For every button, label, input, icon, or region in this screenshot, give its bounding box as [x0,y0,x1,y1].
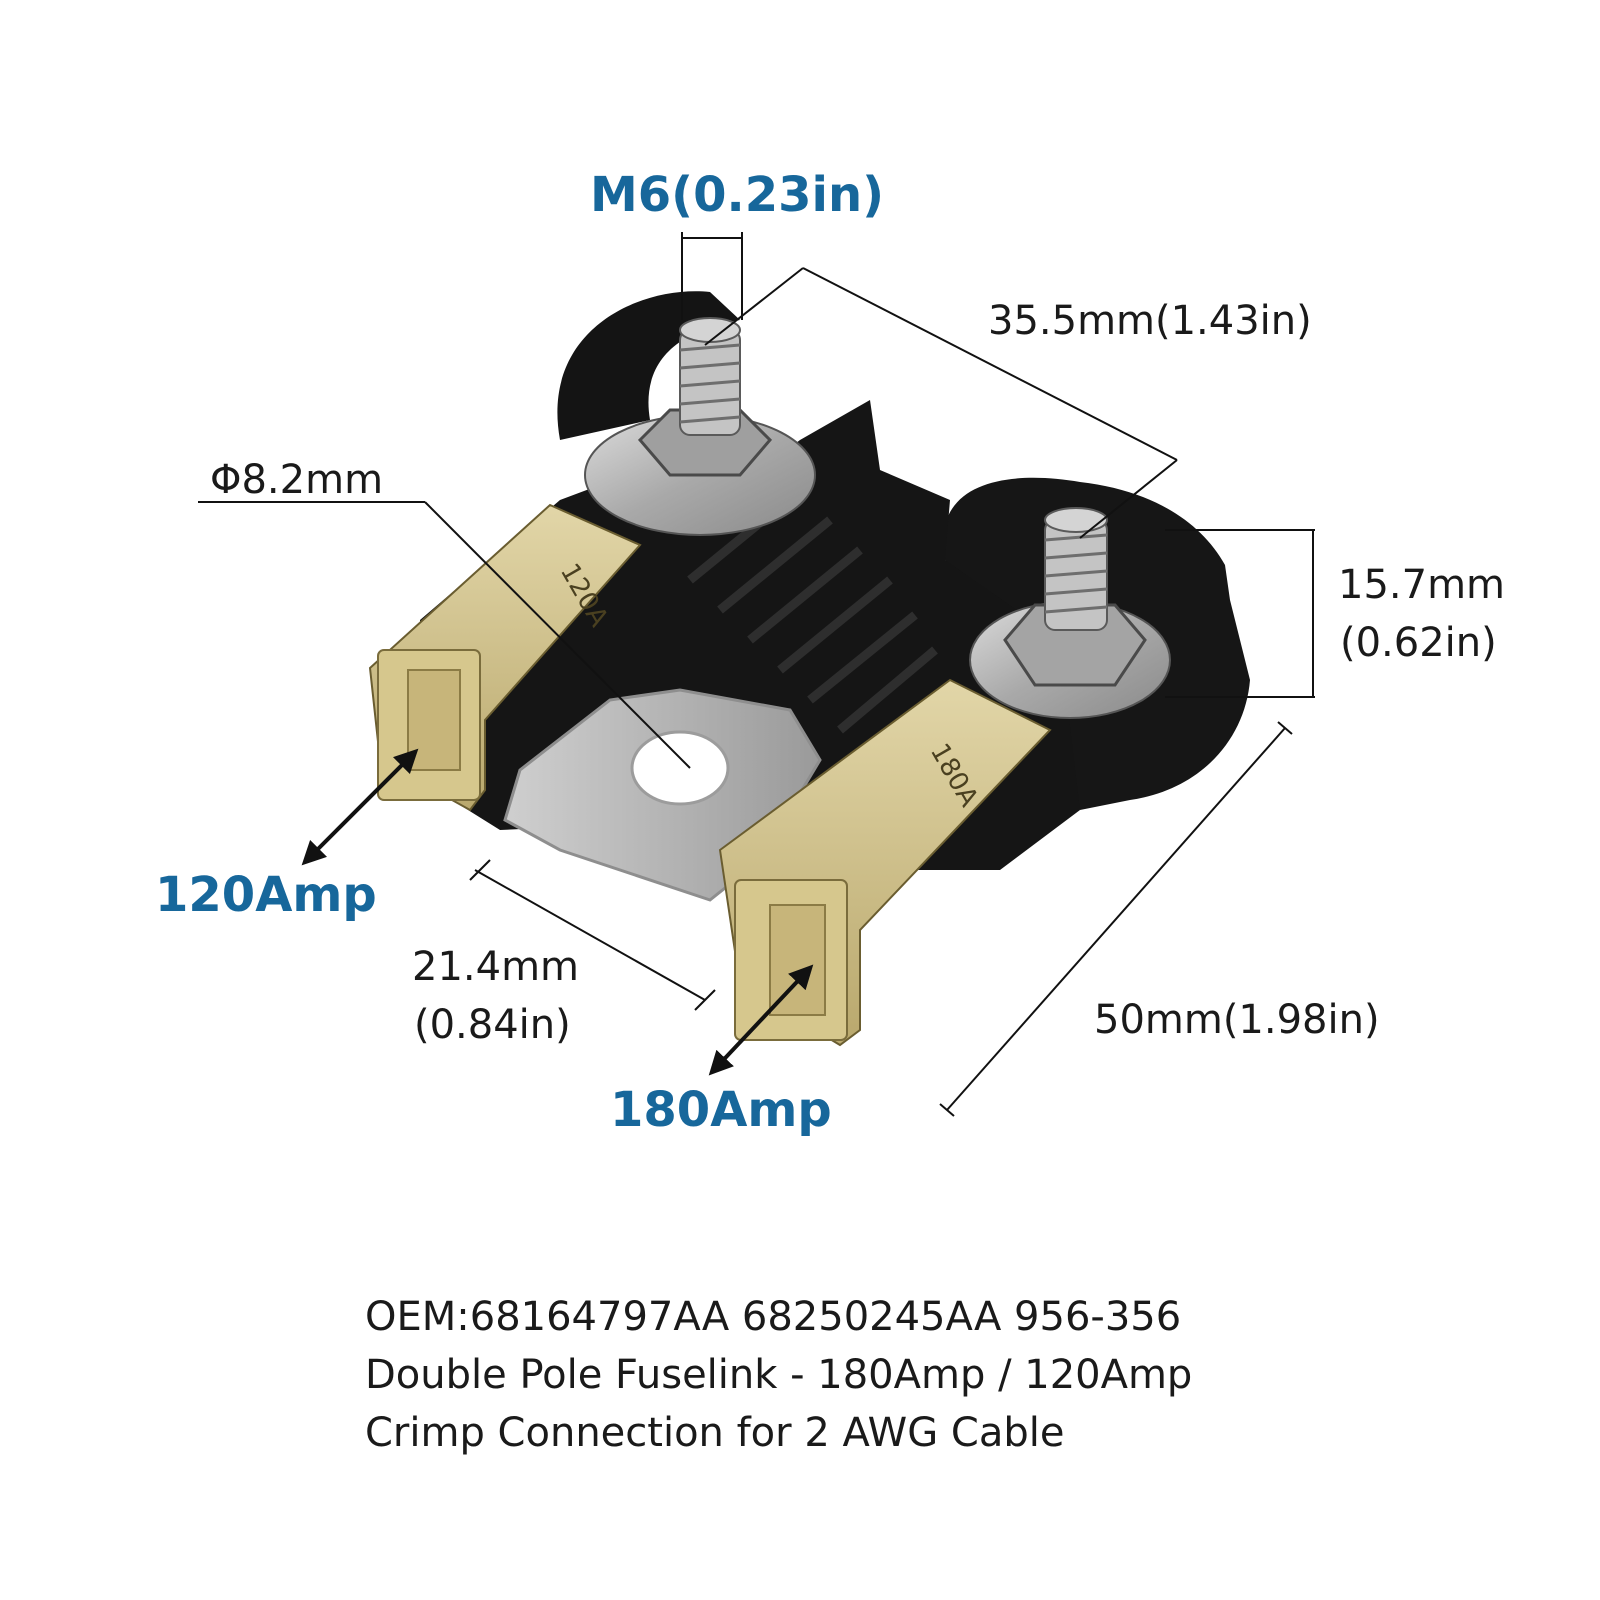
height-label: 15.7mm [1338,562,1505,608]
amp-120-label: 120Amp [155,867,377,923]
product-description: OEM:68164797AA 68250245AA 956-356 Double… [365,1288,1192,1462]
oem-numbers: OEM:68164797AA 68250245AA 956-356 [365,1294,1182,1340]
fuselink-body: 120A 180A [368,291,1250,1047]
length-label: 50mm(1.98in) [1094,997,1380,1043]
height-inch-label: (0.62in) [1340,620,1497,666]
arrow-120amp [301,748,419,866]
amp-180-label: 180Amp [610,1082,832,1138]
plate-width-label: 21.4mm [412,944,579,990]
dimension-lines [198,232,1315,1117]
mounting-hole [630,730,730,806]
stud-spacing-label: 35.5mm(1.43in) [988,298,1312,344]
right-stud [969,507,1171,719]
cable-spec: Crimp Connection for 2 AWG Cable [365,1410,1065,1456]
arrow-180amp [708,964,814,1076]
left-stud [584,317,816,536]
hole-diameter-label: Φ8.2mm [210,457,384,503]
plate-width-inch-label: (0.84in) [414,1002,571,1048]
product-name: Double Pole Fuselink - 180Amp / 120Amp [365,1352,1193,1398]
stud-size-label: M6(0.23in) [590,167,885,223]
